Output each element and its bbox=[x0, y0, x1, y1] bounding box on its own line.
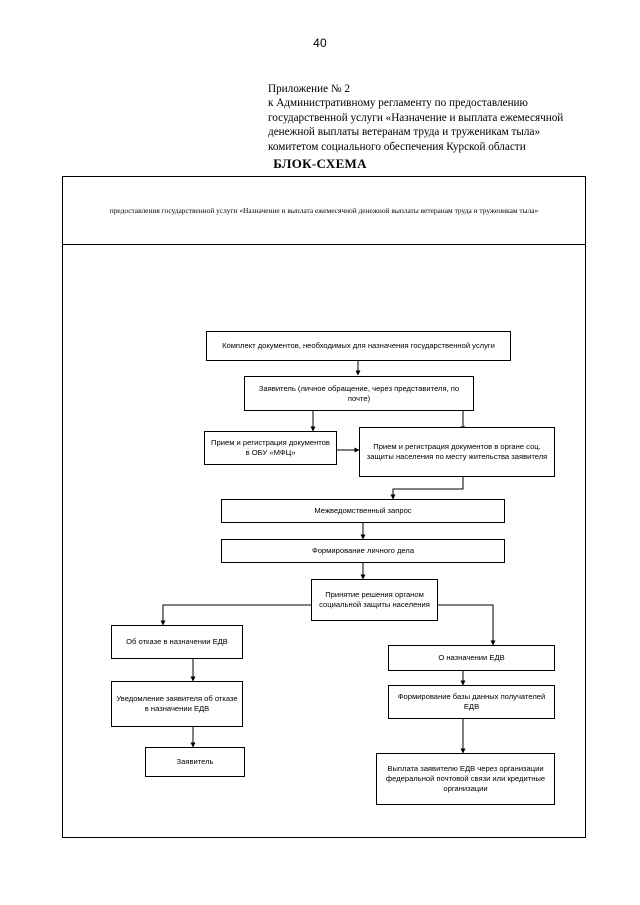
flow-node-interdepartmental-request: Межведомственный запрос bbox=[221, 499, 505, 523]
flow-node-label: Межведомственный запрос bbox=[314, 506, 412, 515]
blockscheme-header: предоставления государственной услуги «Н… bbox=[63, 177, 585, 245]
flow-node-label: Прием и регистрация документов в органе … bbox=[366, 442, 548, 461]
flow-node-label: Формирование личного дела bbox=[311, 546, 415, 555]
blockscheme-frame: предоставления государственной услуги «Н… bbox=[62, 176, 586, 838]
flow-node-recipients-database: Формирование базы данных получателей ЕДВ bbox=[388, 685, 555, 719]
flow-node-label: Выплата заявителю ЕДВ через организации … bbox=[385, 764, 546, 793]
flow-node-label: Заявитель bbox=[176, 757, 214, 766]
appendix-line-4: денежной выплаты ветеранам труда и труже… bbox=[268, 126, 541, 139]
flow-node-documents-set: Комплект документов, необходимых для наз… bbox=[206, 331, 511, 361]
flow-node-label: Об отказе в назначении ЕДВ bbox=[126, 637, 228, 646]
appendix-heading: Приложение № 2 к Административному регла… bbox=[268, 82, 598, 154]
flow-node-label: Формирование базы данных получателей ЕДВ bbox=[397, 692, 546, 711]
flow-node-personal-file: Формирование личного дела bbox=[221, 539, 505, 563]
flow-node-label: Заявитель (личное обращение, через предс… bbox=[258, 383, 460, 403]
flow-node-applicant-final: Заявитель bbox=[145, 747, 245, 777]
flow-node-label: Принятие решения органом социальной защи… bbox=[319, 590, 430, 609]
flow-node-applicant-channels: Заявитель (личное обращение, через предс… bbox=[244, 376, 474, 411]
flow-node-label: Комплект документов, необходимых для наз… bbox=[222, 341, 495, 350]
flow-node-refusal-notification: Уведомление заявителя об отказе в назнач… bbox=[111, 681, 243, 727]
flow-node-refusal: Об отказе в назначении ЕДВ bbox=[111, 625, 243, 659]
flow-node-approval: О назначении ЕДВ bbox=[388, 645, 555, 671]
appendix-line-3: государственной услуги «Назначение и вып… bbox=[268, 111, 564, 124]
flow-node-label: О назначении ЕДВ bbox=[438, 653, 505, 662]
flow-node-label: Прием и регистрация документов в ОБУ «МФ… bbox=[211, 438, 330, 457]
appendix-line-5: комитетом социального обеспечения Курско… bbox=[268, 140, 526, 153]
flow-node-mfc-registration: Прием и регистрация документов в ОБУ «МФ… bbox=[204, 431, 337, 465]
flow-node-social-protection-registration: Прием и регистрация документов в органе … bbox=[359, 427, 555, 477]
blockscheme-subtitle: предоставления государственной услуги «Н… bbox=[109, 205, 539, 215]
page-title: БЛОК-СХЕМА bbox=[273, 156, 367, 171]
flow-node-decision: Принятие решения органом социальной защи… bbox=[311, 579, 438, 621]
flow-node-payment: Выплата заявителю ЕДВ через организации … bbox=[376, 753, 555, 805]
flow-node-label: Уведомление заявителя об отказе в назнач… bbox=[116, 694, 238, 713]
page-number: 40 bbox=[313, 36, 327, 50]
flowchart: Комплект документов, необходимых для наз… bbox=[63, 245, 585, 837]
appendix-line-1: Приложение № 2 bbox=[268, 83, 350, 95]
appendix-line-2: к Административному регламенту по предос… bbox=[268, 97, 528, 110]
flowchart-connectors bbox=[160, 361, 496, 754]
